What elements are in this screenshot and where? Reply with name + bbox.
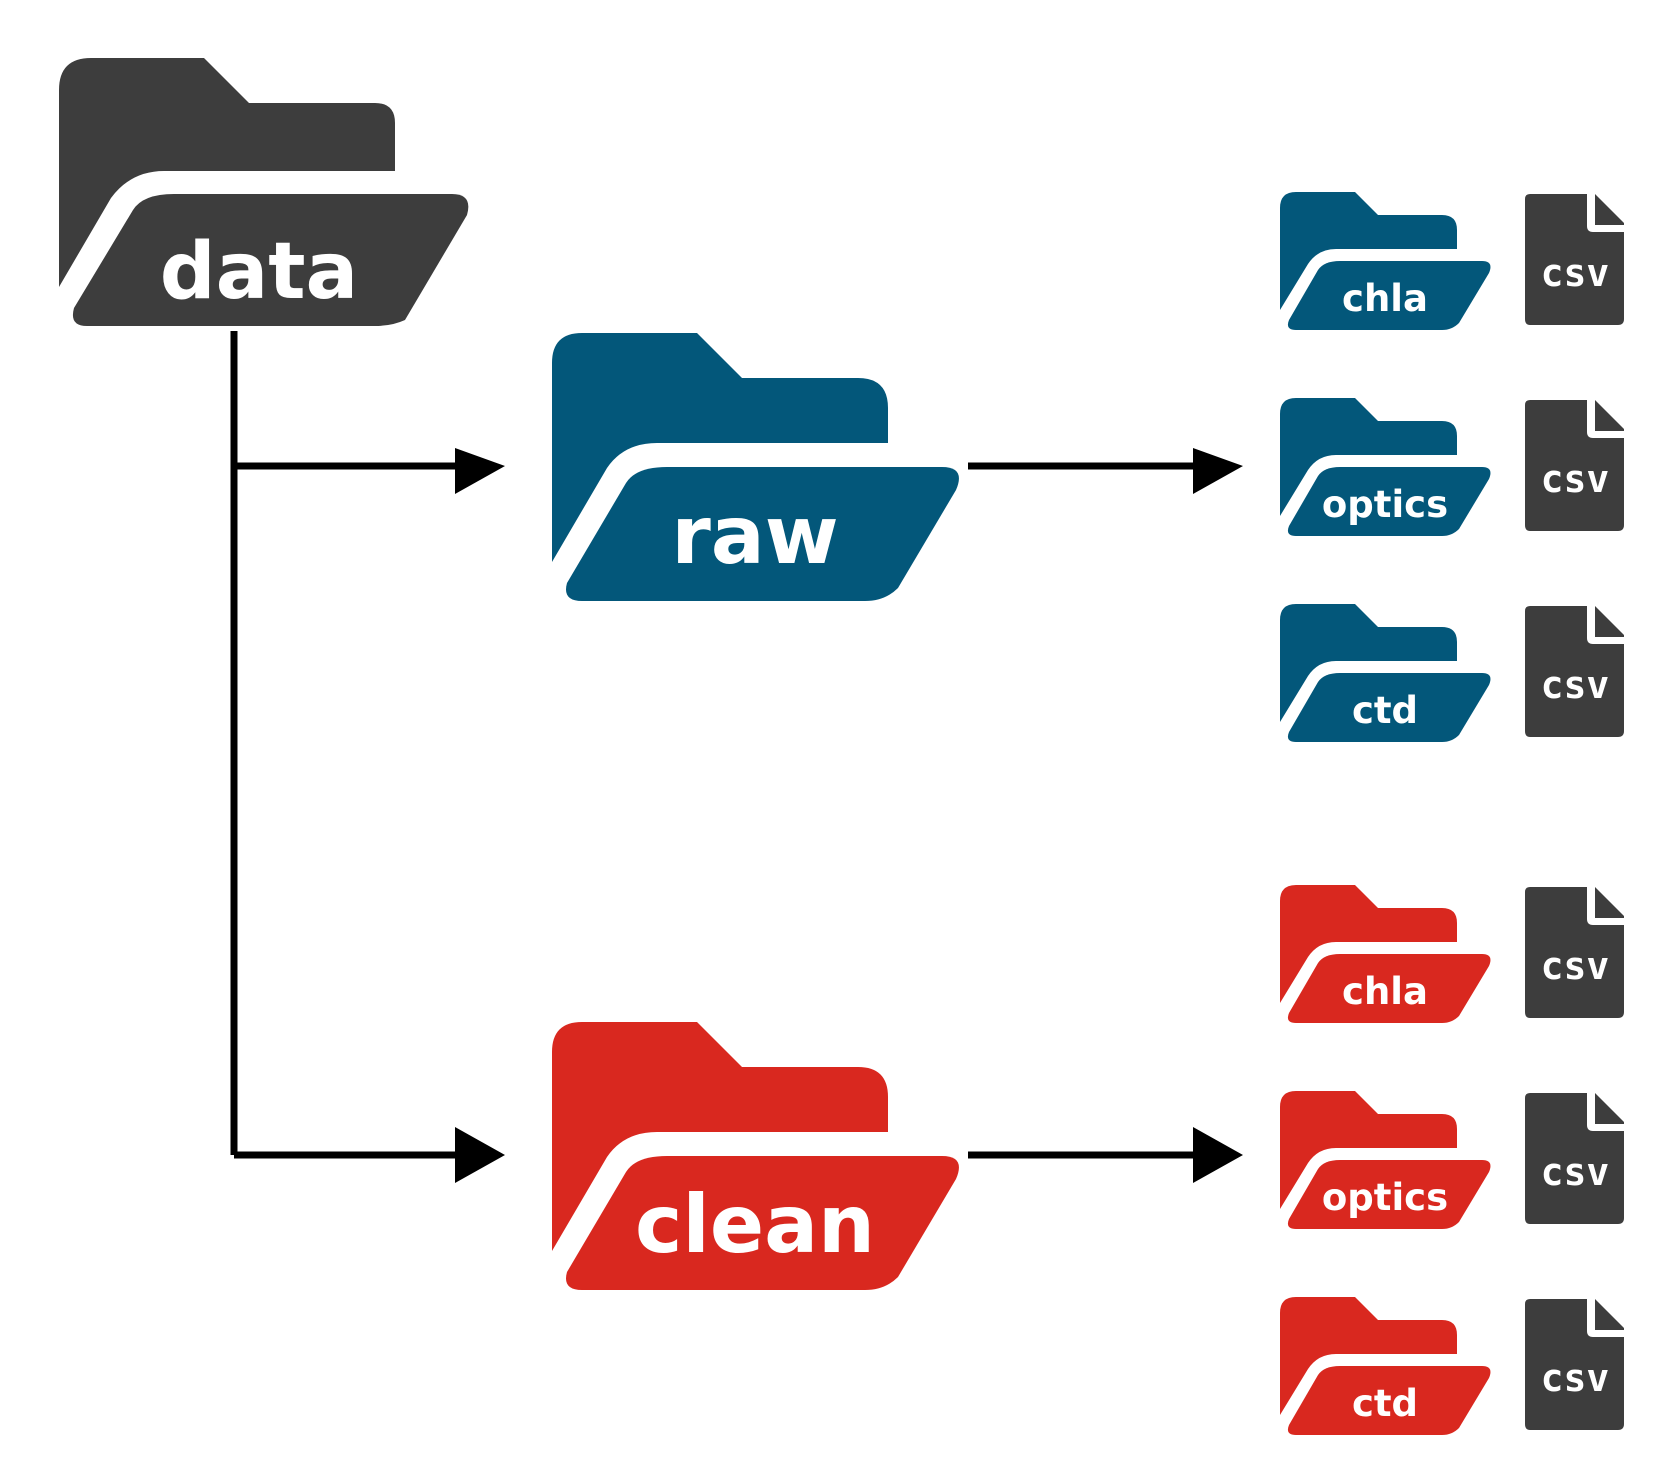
file-type-label: csv — [1541, 663, 1610, 707]
folder-back — [552, 333, 888, 562]
open-folder-icon — [1280, 604, 1494, 745]
child-folder-ctd[interactable]: ctd — [1280, 1297, 1494, 1438]
file-icon — [1525, 1093, 1624, 1224]
folder-clean[interactable]: clean — [552, 1022, 964, 1295]
file-corner — [1595, 1093, 1624, 1124]
file-corner — [1595, 400, 1624, 431]
folder-front — [1284, 464, 1494, 539]
folder-data[interactable]: data — [59, 58, 474, 331]
file-body — [1525, 194, 1624, 325]
file-icon — [1525, 606, 1624, 737]
csv-file[interactable]: csv — [1525, 1093, 1624, 1224]
folder-label: data — [160, 227, 358, 317]
child-folder-chla[interactable]: chla — [1280, 192, 1494, 333]
arrow-root-to-raw-head — [455, 448, 505, 494]
file-body — [1525, 1299, 1624, 1430]
folder-front — [1284, 951, 1494, 1026]
folder-front — [1284, 258, 1494, 333]
file-icon — [1525, 400, 1624, 531]
child-folder-label: optics — [1322, 483, 1448, 526]
connectors — [230, 328, 1243, 1183]
child-folder-optics[interactable]: optics — [1280, 398, 1494, 539]
file-type-label: csv — [1541, 251, 1610, 295]
csv-file[interactable]: csv — [1525, 194, 1624, 325]
child-folder-label: chla — [1342, 277, 1428, 320]
csv-file[interactable]: csv — [1525, 606, 1624, 737]
folder-front — [561, 462, 964, 606]
file-body — [1525, 1093, 1624, 1224]
file-type-label: csv — [1541, 1150, 1610, 1194]
file-icon — [1525, 887, 1624, 1018]
folder-back — [1280, 885, 1457, 1003]
folder-front — [1284, 1157, 1494, 1232]
open-folder-icon — [59, 58, 474, 331]
folder-back — [1280, 192, 1457, 310]
folder-back — [1280, 1297, 1457, 1415]
file-icon — [1525, 194, 1624, 325]
file-corner — [1595, 194, 1624, 225]
arrow-root-to-clean-head — [455, 1127, 505, 1183]
file-corner — [1595, 887, 1624, 918]
child-folder-label: chla — [1342, 970, 1428, 1013]
folder-label: raw — [671, 489, 838, 582]
file-corner — [1595, 606, 1624, 637]
child-folder-ctd[interactable]: ctd — [1280, 604, 1494, 745]
open-folder-icon — [1280, 398, 1494, 539]
folder-label: clean — [635, 1178, 875, 1271]
file-type-label: csv — [1541, 944, 1610, 988]
child-folder-optics[interactable]: optics — [1280, 1091, 1494, 1232]
open-folder-icon — [1280, 192, 1494, 333]
open-folder-icon — [1280, 1091, 1494, 1232]
arrow-clean-to-children-head — [1193, 1127, 1243, 1183]
open-folder-icon — [552, 1022, 964, 1295]
csv-file[interactable]: csv — [1525, 1299, 1624, 1430]
folder-front — [561, 1151, 964, 1295]
child-folder-label: ctd — [1352, 689, 1418, 732]
file-corner — [1595, 1299, 1624, 1330]
child-folder-label: optics — [1322, 1176, 1448, 1219]
raw-children: chla csv optics csv ctd csv — [1280, 192, 1624, 745]
clean-children: chla csv optics csv ctd csv — [1280, 885, 1624, 1438]
folder-back — [552, 1022, 888, 1251]
arrow-raw-to-children-head — [1193, 448, 1243, 494]
folder-back — [1280, 1091, 1457, 1209]
file-body — [1525, 887, 1624, 1018]
open-folder-icon — [1280, 1297, 1494, 1438]
folder-front — [1284, 670, 1494, 745]
folder-back — [59, 58, 395, 287]
file-icon — [1525, 1299, 1624, 1430]
child-folder-chla[interactable]: chla — [1280, 885, 1494, 1026]
open-folder-icon — [552, 333, 964, 606]
folder-raw[interactable]: raw — [552, 333, 964, 606]
folder-back — [1280, 398, 1457, 516]
folder-front — [1284, 1363, 1494, 1438]
folder-back — [1280, 604, 1457, 722]
open-folder-icon — [1280, 885, 1494, 1026]
csv-file[interactable]: csv — [1525, 400, 1624, 531]
file-type-label: csv — [1541, 457, 1610, 501]
folder-front — [67, 189, 474, 331]
child-folder-label: ctd — [1352, 1382, 1418, 1425]
file-type-label: csv — [1541, 1356, 1610, 1400]
csv-file[interactable]: csv — [1525, 887, 1624, 1018]
file-body — [1525, 606, 1624, 737]
file-body — [1525, 400, 1624, 531]
